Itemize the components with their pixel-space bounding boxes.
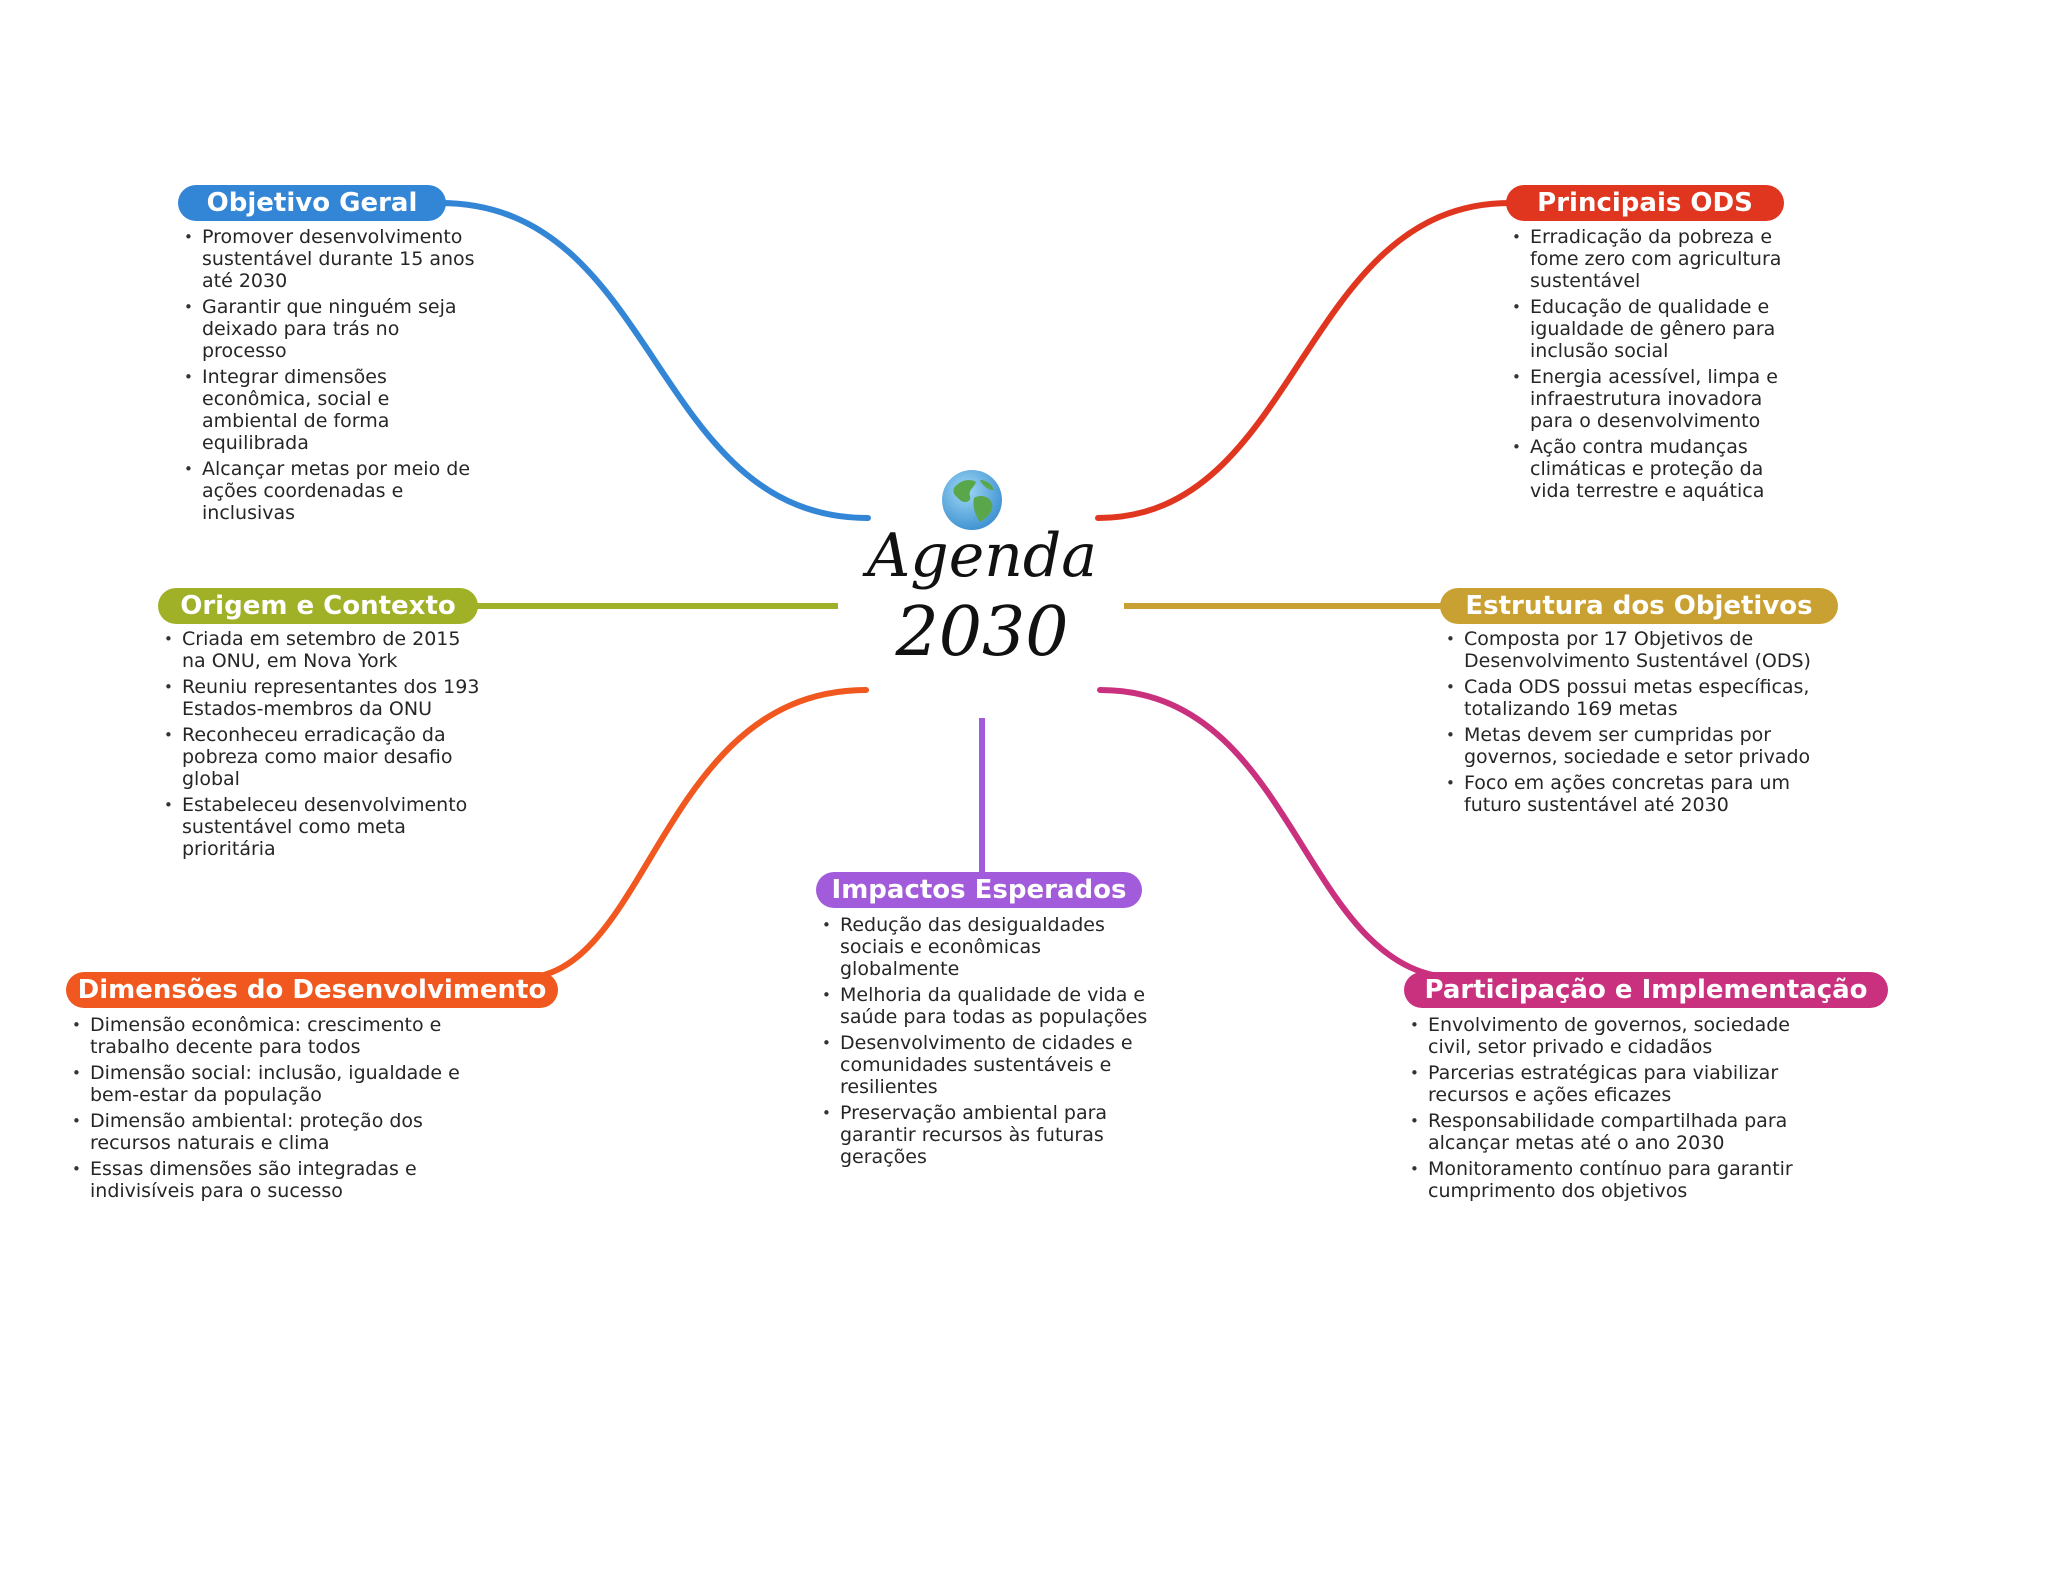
connector-principais-ods (1095, 200, 1513, 521)
list-item: Composta por 17 Objetivos de Desenvolvim… (1442, 628, 1822, 672)
list-item: Energia acessível, limpa e infraestrutur… (1508, 366, 1808, 432)
central-title-line1: Agenda (866, 521, 1098, 591)
list-item: Preservação ambiental para garantir recu… (818, 1102, 1148, 1168)
list-item: Criada em setembro de 2015 na ONU, em No… (160, 628, 490, 672)
list-item: Metas devem ser cumpridas por governos, … (1442, 724, 1822, 768)
list-item: Educação de qualidade e igualdade de gên… (1508, 296, 1808, 362)
branch-list-impactos: Redução das desigualdades sociais e econ… (818, 914, 1148, 1172)
globe-icon (942, 470, 1002, 530)
branch-list-estrutura-objetivos: Composta por 17 Objetivos de Desenvolvim… (1442, 628, 1822, 820)
branch-title-objetivo-geral: Objetivo Geral (178, 185, 446, 221)
branch-list-participacao: Envolvimento de governos, sociedade civi… (1406, 1014, 1826, 1206)
list-item: Envolvimento de governos, sociedade civi… (1406, 1014, 1826, 1058)
branch-list-dimensoes: Dimensão econômica: crescimento e trabal… (68, 1014, 488, 1206)
branch-title-impactos: Impactos Esperados (816, 872, 1142, 908)
list-item: Alcançar metas por meio de ações coorden… (180, 458, 480, 524)
list-item: Promover desenvolvimento sustentável dur… (180, 226, 480, 292)
branch-title-principais-ods: Principais ODS (1506, 185, 1784, 221)
list-item: Estabeleceu desenvolvimento sustentável … (160, 794, 490, 860)
list-item: Foco em ações concretas para um futuro s… (1442, 772, 1822, 816)
list-item: Essas dimensões são integradas e indivis… (68, 1158, 488, 1202)
list-item: Parcerias estratégicas para viabilizar r… (1406, 1062, 1826, 1106)
list-item: Integrar dimensões econômica, social e a… (180, 366, 480, 454)
connector-objetivo-geral (437, 200, 871, 521)
list-item: Dimensão social: inclusão, igualdade e b… (68, 1062, 488, 1106)
connector-participacao (1097, 687, 1463, 981)
branch-title-estrutura-objetivos: Estrutura dos Objetivos (1440, 588, 1838, 624)
branch-list-origem-contexto: Criada em setembro de 2015 na ONU, em No… (160, 628, 490, 864)
list-item: Garantir que ninguém seja deixado para t… (180, 296, 480, 362)
list-item: Erradicação da pobreza e fome zero com a… (1508, 226, 1808, 292)
list-item: Reconheceu erradicação da pobreza como m… (160, 724, 490, 790)
central-topic: Agenda 2030 (862, 520, 1102, 674)
branch-list-principais-ods: Erradicação da pobreza e fome zero com a… (1508, 226, 1808, 506)
list-item: Ação contra mudanças climáticas e proteç… (1508, 436, 1808, 502)
branch-title-origem-contexto: Origem e Contexto (158, 588, 478, 624)
list-item: Reuniu representantes dos 193 Estados-me… (160, 676, 490, 720)
list-item: Melhoria da qualidade de vida e saúde pa… (818, 984, 1148, 1028)
list-item: Cada ODS possui metas específicas, total… (1442, 676, 1822, 720)
list-item: Responsabilidade compartilhada para alca… (1406, 1110, 1826, 1154)
connector-dimensoes (519, 687, 869, 981)
branch-title-dimensoes: Dimensões do Desenvolvimento (66, 972, 558, 1008)
branch-list-objetivo-geral: Promover desenvolvimento sustentável dur… (180, 226, 480, 528)
list-item: Dimensão ambiental: proteção dos recurso… (68, 1110, 488, 1154)
list-item: Redução das desigualdades sociais e econ… (818, 914, 1148, 980)
branch-title-participacao: Participação e Implementação (1404, 972, 1888, 1008)
list-item: Monitoramento contínuo para garantir cum… (1406, 1158, 1826, 1202)
list-item: Desenvolvimento de cidades e comunidades… (818, 1032, 1148, 1098)
list-item: Dimensão econômica: crescimento e trabal… (68, 1014, 488, 1058)
central-title-line2: 2030 (895, 593, 1069, 672)
